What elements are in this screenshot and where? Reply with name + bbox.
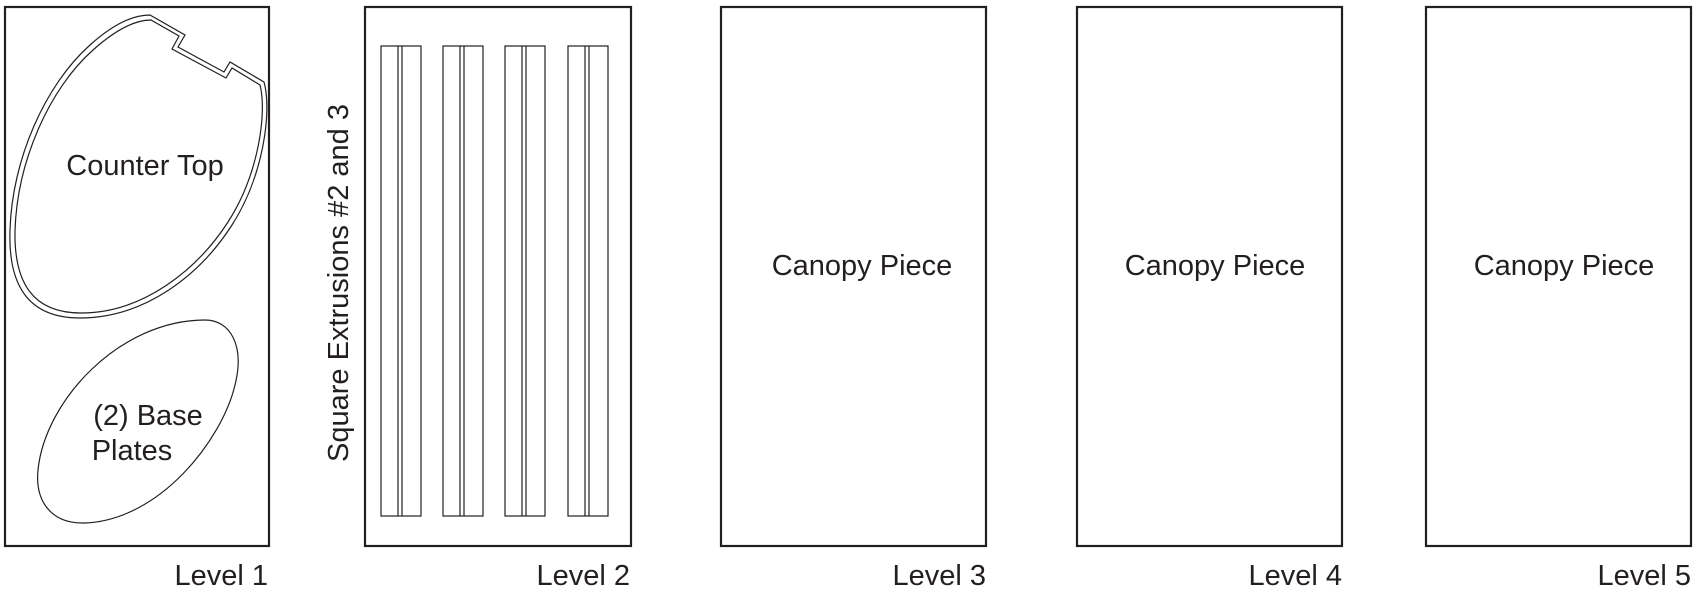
level-3-panel: Canopy Piece Level 3 (719, 5, 988, 592)
canopy-piece-label: Canopy Piece (1474, 250, 1655, 282)
extrusion-bar (504, 45, 546, 517)
level-2-panel: Square Extrusions #2 and 3 Level 2 (323, 5, 633, 592)
level-3-sheet (719, 5, 988, 548)
canopy-piece-label: Canopy Piece (1125, 250, 1306, 282)
level-2-label: Level 2 (536, 560, 630, 592)
counter-top-inner-outline (14, 19, 263, 314)
base-plates-outline (37, 319, 239, 524)
extrusion-bar (567, 45, 609, 517)
level-2-sheet (363, 5, 633, 548)
base-plates-label-line1: (2) Base (93, 400, 203, 432)
extrusions-label: Square Extrusions #2 and 3 (323, 104, 355, 462)
level-3-label: Level 3 (892, 560, 986, 592)
level-5-label: Level 5 (1597, 560, 1691, 592)
level-5-sheet (1424, 5, 1693, 548)
level-4-sheet (1075, 5, 1344, 548)
level-1-label: Level 1 (174, 560, 268, 592)
canopy-piece-label: Canopy Piece (772, 250, 953, 282)
counter-top-label: Counter Top (66, 150, 223, 182)
extrusion-bar (442, 45, 484, 517)
level-1-panel: Counter Top (2) Base Plates Level 1 (3, 5, 271, 592)
level-4-panel: Canopy Piece Level 4 (1075, 5, 1344, 592)
counter-top-outline (9, 14, 268, 319)
level-5-panel: Canopy Piece Level 5 (1424, 5, 1693, 592)
base-plates-label-line2: Plates (92, 435, 173, 467)
level-4-label: Level 4 (1248, 560, 1342, 592)
extrusion-bar (380, 45, 422, 517)
